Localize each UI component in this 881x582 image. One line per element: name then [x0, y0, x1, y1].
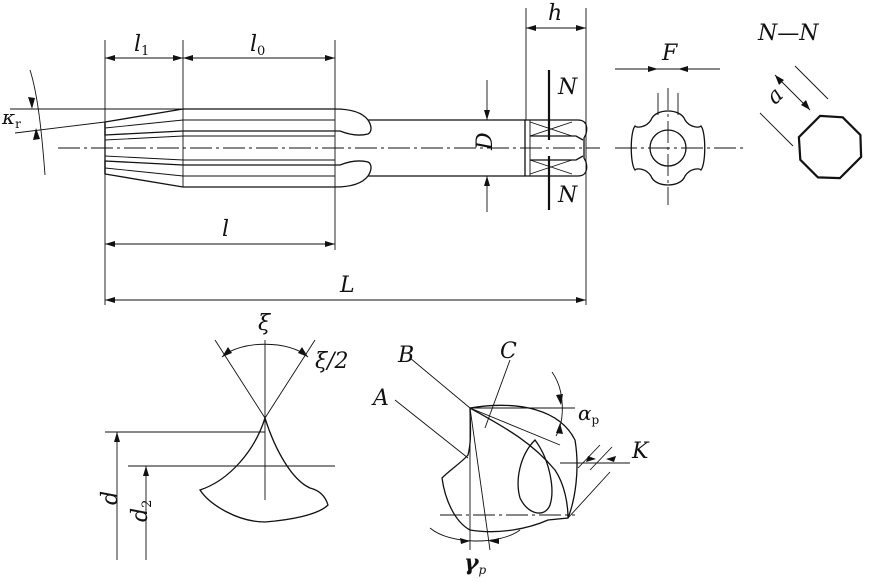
- label-C: C: [500, 339, 517, 364]
- label-n-bottom: N: [557, 183, 578, 208]
- upper-flute-body: [104, 108, 372, 136]
- lower-flute-body: [104, 160, 372, 188]
- label-L: L: [339, 273, 355, 298]
- d-dimension-lines: [116, 432, 147, 560]
- flute-line-lower: [104, 155, 335, 161]
- end-view-centerlines: [615, 88, 745, 205]
- tooth-profile: [441, 404, 578, 533]
- extension-lines: [104, 8, 587, 305]
- gamma-arc: [429, 527, 521, 542]
- d-extension-lines: [105, 431, 335, 467]
- label-d2: d2: [128, 500, 155, 522]
- square-cross-marks: [529, 121, 573, 175]
- label-n-top: N: [557, 75, 578, 100]
- kappa-arc: [29, 69, 46, 176]
- label-F: F: [661, 41, 678, 66]
- dim-f-extension: [657, 93, 679, 115]
- square-drive-edges: [524, 120, 531, 176]
- core-circle: [649, 129, 687, 167]
- relief-ellipse: [517, 439, 553, 514]
- label-K: K: [631, 439, 650, 464]
- kappa-reference-lines: [10, 108, 183, 134]
- label-xi: ξ: [258, 311, 272, 336]
- flute-line-2: [104, 167, 335, 177]
- section-n-n: N—N a: [757, 21, 863, 180]
- tap-end-view: F: [615, 41, 745, 205]
- leader-lines: [394, 357, 511, 459]
- tooth-geometry-view: αp A B C K γp: [371, 339, 650, 577]
- square-flats: [530, 135, 584, 161]
- label-l: l: [222, 217, 229, 242]
- label-A: A: [371, 386, 389, 411]
- label-D: D: [473, 132, 498, 151]
- label-h: h: [548, 1, 562, 26]
- tap-cross-section: [630, 110, 706, 186]
- label-l0: l0: [250, 32, 265, 59]
- label-xi-half: ξ/2: [315, 349, 349, 374]
- label-a: a: [762, 83, 789, 110]
- label-gamma: γp: [464, 550, 487, 577]
- dim-k-lines: [560, 444, 630, 519]
- section-title: N—N: [757, 21, 819, 46]
- shank: [368, 119, 525, 177]
- chamfer-angle-view: ξ ξ/2 d d2: [98, 311, 349, 560]
- square-section: [797, 114, 863, 180]
- label-B: B: [397, 343, 414, 368]
- chamfer-profile: [198, 415, 329, 523]
- square-drive: [524, 119, 588, 177]
- label-l1: l1: [134, 32, 149, 59]
- label-alpha: αp: [578, 401, 600, 427]
- tooth-flank: [469, 407, 569, 519]
- dim-a-lines: [759, 65, 829, 147]
- flute-line-1: [104, 119, 335, 129]
- tap-side-view: N N D l1 l0 h l L: [1, 1, 600, 305]
- label-kappa: κr: [1, 105, 21, 131]
- gamma-lines: [469, 407, 491, 551]
- label-d: d: [98, 491, 123, 505]
- alpha-lines: [469, 407, 575, 446]
- flute-line-upper: [104, 135, 335, 141]
